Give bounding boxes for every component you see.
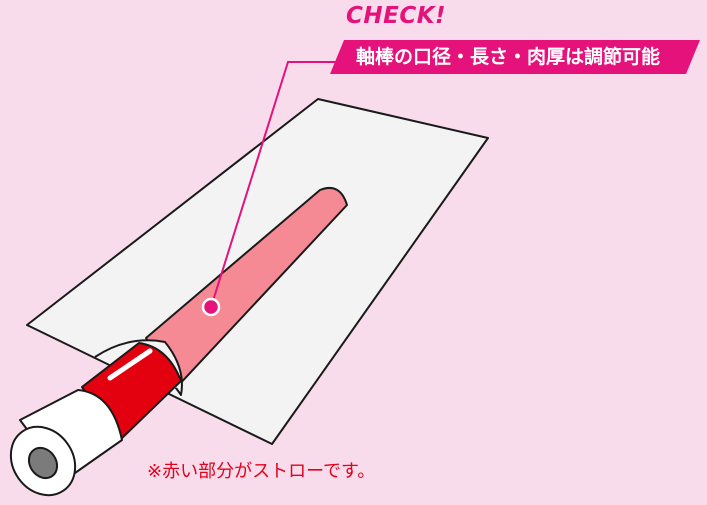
straw-note: ※赤い部分がストローです。 <box>147 461 376 482</box>
check-title: CHECK! <box>346 3 447 29</box>
callout-dot <box>201 297 221 317</box>
straw-inside-sheet <box>145 186 348 389</box>
straw-highlight <box>107 348 153 381</box>
callout-leader-line <box>211 61 344 305</box>
check-banner-text: 軸棒の口径・長さ・肉厚は調節可能 <box>355 46 660 68</box>
rod-cylinder <box>19 389 123 481</box>
check-banner-bg <box>330 40 700 74</box>
rod-hole <box>27 446 59 480</box>
